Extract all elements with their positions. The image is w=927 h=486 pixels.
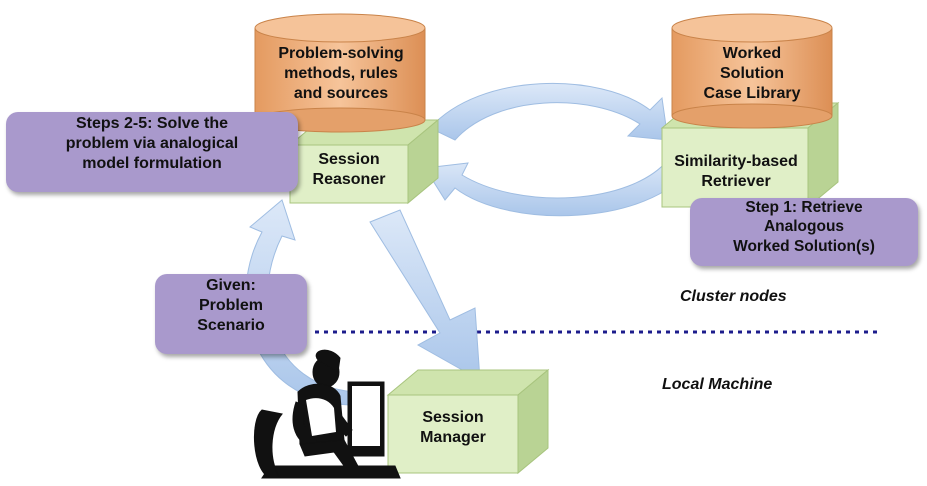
reasoner-to-library-arrow [429, 82, 669, 141]
session-manager-label: Session Manager [390, 408, 516, 448]
cluster-nodes-label: Cluster nodes [680, 288, 787, 305]
session-manager-cube [386, 368, 550, 475]
reasoner-to-manager-arrow [369, 209, 481, 381]
retriever-label: Similarity-based Retriever [654, 152, 818, 192]
case-library-line-2: Solution [720, 65, 784, 82]
case-library-line-1: Worked [722, 45, 782, 62]
step-1-text: Step 1: Retrieve Analogous Worked Soluti… [690, 198, 918, 256]
steps-2-5-line-1: Steps 2-5: Solve the [75, 115, 229, 132]
session-reasoner-line-2: Reasoner [312, 171, 386, 188]
step-1-line-3: Worked Solution(s) [733, 237, 875, 255]
retriever-line-1: Similarity-based [674, 153, 798, 170]
person-at-computer-icon [253, 349, 401, 479]
methods-database-line-2: methods, rules [284, 65, 398, 82]
given-line-1: Given: [206, 277, 256, 294]
given-text: Given: Problem Scenario [155, 276, 307, 336]
session-reasoner-label: Session Reasoner [292, 150, 406, 190]
retriever-to-reasoner-arrow [424, 159, 691, 217]
step-1-callout: Step 1: Retrieve Analogous Worked Soluti… [690, 198, 918, 266]
given-line-2: Problem [198, 297, 263, 314]
methods-database-line-3: and sources [293, 85, 389, 102]
step-1-line-2: Analogous [763, 218, 845, 236]
steps-2-5-line-2: problem via analogical [65, 135, 239, 152]
steps-2-5-callout: Steps 2-5: Solve the problem via analogi… [6, 112, 298, 192]
session-manager-line-1: Session [422, 409, 484, 426]
given-line-3: Scenario [197, 317, 265, 334]
steps-2-5-text: Steps 2-5: Solve the problem via analogi… [6, 114, 298, 174]
case-library-cylinder [671, 13, 833, 129]
session-reasoner-line-1: Session [318, 151, 380, 168]
methods-database-line-1: Problem-solving [278, 45, 404, 62]
retriever-line-2: Retriever [701, 173, 771, 190]
steps-2-5-line-3: model formulation [82, 155, 222, 172]
case-library-line-3: Case Library [703, 85, 801, 102]
session-manager-line-2: Manager [420, 429, 486, 446]
given-callout: Given: Problem Scenario [155, 274, 307, 354]
step-1-line-1: Step 1: Retrieve [745, 199, 863, 216]
local-machine-label: Local Machine [662, 376, 773, 393]
methods-database-label: Problem-solving methods, rules and sourc… [258, 44, 424, 104]
case-library-label: Worked Solution Case Library [674, 44, 830, 104]
